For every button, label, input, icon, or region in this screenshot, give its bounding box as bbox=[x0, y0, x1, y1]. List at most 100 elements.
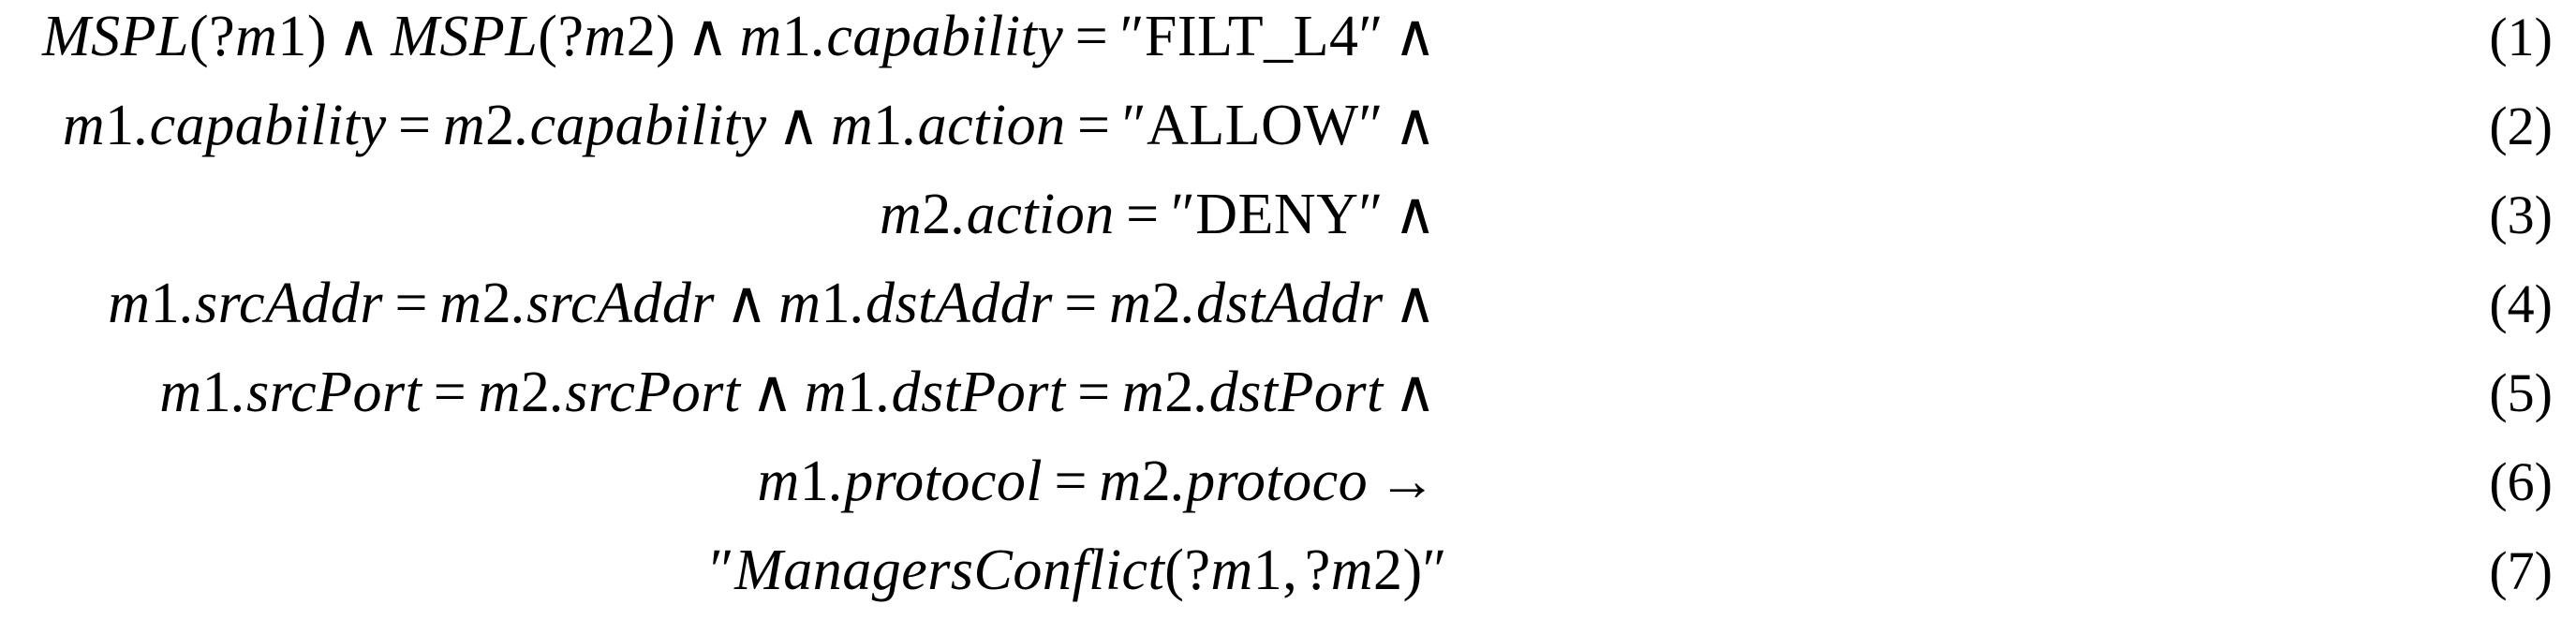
math-token-ident: m bbox=[879, 183, 923, 246]
equation-tag-cell-5: (5) bbox=[1447, 366, 2576, 420]
math-token-ident: m bbox=[1210, 538, 1253, 602]
math-token-lit: ″ bbox=[1422, 538, 1447, 602]
math-token-num: 2 bbox=[485, 94, 515, 157]
math-token-op: → bbox=[1378, 450, 1437, 513]
math-token-ident: m bbox=[757, 450, 800, 513]
math-token-up: ? bbox=[1304, 538, 1331, 602]
equation-row-1: MSPL(?m1)∧MSPL(?m2)∧m1.capability=″FILT_… bbox=[0, 7, 2576, 96]
math-token-paren: ( bbox=[538, 5, 558, 68]
math-token-rel: = bbox=[1076, 94, 1111, 157]
math-token-num: 1 bbox=[873, 94, 903, 157]
math-token-op: ∧ bbox=[1393, 5, 1437, 68]
math-token-paren: ( bbox=[1164, 538, 1185, 602]
math-expression-7: ″ManagersConflict(?m1,?m2)″ bbox=[710, 538, 1447, 602]
math-token-up: ? bbox=[209, 5, 236, 68]
math-token-num: 2 bbox=[1164, 361, 1194, 424]
math-token-ident: MSPL bbox=[391, 5, 539, 68]
math-token-rel: = bbox=[1074, 5, 1109, 68]
math-expression-6: m1.protocol=m2.protoco→ bbox=[758, 450, 1448, 513]
equation-tag-cell-2: (2) bbox=[1447, 99, 2576, 154]
math-token-ident: m bbox=[1109, 272, 1152, 335]
math-token-num: 1 bbox=[847, 361, 877, 424]
equation-tag-2: (2) bbox=[2489, 96, 2553, 156]
equation-formula-3: m2.action=″DENY″∧ bbox=[0, 185, 1447, 243]
math-token-op: ∧ bbox=[725, 272, 769, 335]
math-token-ident: .srcPort bbox=[550, 361, 741, 424]
math-token-ident: .capability bbox=[134, 94, 387, 157]
equation-tag-cell-7: (7) bbox=[1447, 544, 2576, 598]
math-token-op: ∧ bbox=[750, 361, 794, 424]
math-token-ident: m bbox=[778, 272, 822, 335]
math-token-num: 1 bbox=[781, 5, 812, 68]
equation-row-6: m1.protocol=m2.protoco→ (6) bbox=[0, 452, 2576, 541]
math-token-rel: = bbox=[433, 361, 467, 424]
math-token-ident: .capability bbox=[514, 94, 767, 157]
equation-tag-cell-1: (1) bbox=[1447, 10, 2576, 65]
math-token-ident: .action bbox=[902, 94, 1066, 157]
math-token-op: ∧ bbox=[777, 94, 821, 157]
math-token-op: ∧ bbox=[337, 5, 381, 68]
math-token-ident: m bbox=[584, 5, 627, 68]
equation-formula-2: m1.capability=m2.capability∧m1.action=″A… bbox=[0, 96, 1447, 155]
equation-row-7: ″ManagersConflict(?m1,?m2)″ (7) bbox=[0, 541, 2576, 630]
math-token-ident: .protoco bbox=[1171, 450, 1369, 513]
equation-formula-1: MSPL(?m1)∧MSPL(?m2)∧m1.capability=″FILT_… bbox=[0, 7, 1447, 66]
math-token-op: ∧ bbox=[1393, 361, 1437, 424]
math-token-num: 2 bbox=[520, 361, 551, 424]
math-token-ident: MSPL bbox=[41, 5, 189, 68]
math-token-rel: = bbox=[394, 272, 428, 335]
math-token-ident: m bbox=[235, 5, 278, 68]
equation-tag-1: (1) bbox=[2489, 7, 2553, 67]
math-token-ident: m bbox=[739, 5, 782, 68]
equation-tag-cell-3: (3) bbox=[1447, 188, 2576, 243]
math-token-ident: m bbox=[1121, 361, 1165, 424]
math-token-paren: ( bbox=[188, 5, 210, 68]
math-token-lit: ″ bbox=[709, 538, 735, 602]
math-token-op: ∧ bbox=[1393, 94, 1437, 157]
math-token-op: ∧ bbox=[1393, 183, 1437, 246]
equation-row-2: m1.capability=m2.capability∧m1.action=″A… bbox=[0, 96, 2576, 185]
math-token-ident: m bbox=[804, 361, 848, 424]
math-token-op: ∧ bbox=[1393, 272, 1437, 335]
math-expression-1: MSPL(?m1)∧MSPL(?m2)∧m1.capability=″FILT_… bbox=[42, 5, 1447, 68]
math-token-ident: .dstPort bbox=[876, 361, 1066, 424]
equation-row-4: m1.srcAddr=m2.srcAddr∧m1.dstAddr=m2.dstA… bbox=[0, 274, 2576, 363]
math-token-num: 2 bbox=[1373, 538, 1403, 602]
equation-formula-5: m1.srcPort=m2.srcPort∧m1.dstPort=m2.dstP… bbox=[0, 363, 1447, 421]
math-token-ident: m bbox=[159, 361, 202, 424]
math-token-ident: m bbox=[478, 361, 521, 424]
math-token-ident: m bbox=[62, 94, 106, 157]
math-token-ident: .dstAddr bbox=[1180, 272, 1384, 335]
math-token-paren: ) bbox=[1402, 538, 1423, 602]
math-token-num: 1 bbox=[201, 361, 232, 424]
math-token-up: ? bbox=[1184, 538, 1211, 602]
math-token-ident: .dstPort bbox=[1193, 361, 1384, 424]
math-token-num: 1 bbox=[105, 94, 135, 157]
math-token-ident: m bbox=[1330, 538, 1374, 602]
math-token-rel: = bbox=[1077, 361, 1111, 424]
equation-tag-4: (4) bbox=[2489, 273, 2553, 334]
equation-formula-7: ″ManagersConflict(?m1,?m2)″ bbox=[0, 541, 1447, 599]
equation-formula-6: m1.protocol=m2.protoco→ bbox=[0, 452, 1447, 510]
math-token-rel: = bbox=[398, 94, 432, 157]
math-token-num: 1 bbox=[1252, 538, 1283, 602]
equation-formula-4: m1.srcAddr=m2.srcAddr∧m1.dstAddr=m2.dstA… bbox=[0, 274, 1447, 332]
math-token-paren: ) bbox=[306, 5, 328, 68]
math-expression-3: m2.action=″DENY″∧ bbox=[880, 183, 1447, 246]
math-token-ident: .srcAddr bbox=[511, 272, 716, 335]
math-token-num: 1 bbox=[277, 5, 307, 68]
math-token-ident: m bbox=[1099, 450, 1142, 513]
math-token-ident: m bbox=[439, 272, 482, 335]
math-token-paren: ) bbox=[656, 5, 676, 68]
math-token-op: ∧ bbox=[686, 5, 730, 68]
math-expression-5: m1.srcPort=m2.srcPort∧m1.dstPort=m2.dstP… bbox=[159, 361, 1447, 424]
equation-tag-cell-6: (6) bbox=[1447, 455, 2576, 509]
math-token-num: 1 bbox=[150, 272, 181, 335]
math-token-lit: ″FILT_L4″ bbox=[1119, 5, 1384, 68]
math-token-ident: ManagersConflict bbox=[734, 538, 1165, 602]
math-token-ident: .capability bbox=[811, 5, 1064, 68]
math-token-num: 1 bbox=[821, 272, 851, 335]
math-token-ident: .dstAddr bbox=[851, 272, 1053, 335]
math-token-lit: ″DENY″ bbox=[1170, 183, 1384, 246]
